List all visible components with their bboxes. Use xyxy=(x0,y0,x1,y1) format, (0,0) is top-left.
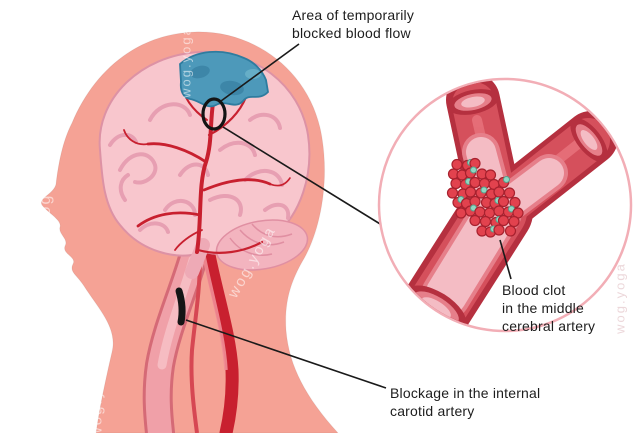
blood-clot xyxy=(446,157,524,238)
artery-bifurcation xyxy=(400,80,618,330)
red-blood-cell xyxy=(450,177,462,190)
red-blood-cell xyxy=(508,215,520,228)
red-blood-cell xyxy=(504,225,517,237)
red-blood-cell xyxy=(464,186,477,198)
red-blood-cell xyxy=(479,215,492,228)
red-blood-cell xyxy=(497,195,510,208)
brain-gyri xyxy=(108,102,291,234)
vertebral-artery xyxy=(189,257,202,433)
middle-cerebral-artery-branches xyxy=(123,82,291,254)
brainstem xyxy=(185,238,210,279)
magnified-inset xyxy=(377,77,633,333)
highlight-circle-marker xyxy=(201,97,227,131)
red-blood-cell xyxy=(493,205,505,217)
platelet xyxy=(480,186,488,194)
brain xyxy=(98,50,311,257)
neck-vessels xyxy=(142,243,239,433)
red-blood-cell xyxy=(493,224,505,236)
blockage-mark xyxy=(175,287,186,326)
label-blocked-flow: Area of temporarily blocked blood flow xyxy=(292,7,415,42)
red-blood-cell xyxy=(451,158,463,171)
label-blockage: Blockage in the internal carotid artery xyxy=(390,385,541,420)
red-blood-cell xyxy=(509,196,521,209)
red-blood-cell xyxy=(503,187,516,199)
magnifier-pointer-line xyxy=(222,126,399,236)
red-blood-cell xyxy=(493,186,505,198)
clot-pointer-line xyxy=(499,239,512,280)
red-blood-cell xyxy=(455,207,467,219)
red-blood-cell xyxy=(469,214,481,227)
blocked-flow-area xyxy=(179,50,269,108)
artery-highlight xyxy=(202,255,228,371)
red-blood-cell xyxy=(469,176,481,189)
external-carotid-artery xyxy=(202,248,239,433)
red-blood-cell xyxy=(497,214,510,227)
platelet xyxy=(503,176,510,183)
red-blood-cell xyxy=(446,187,459,199)
red-blood-cell xyxy=(484,169,497,181)
blocked-flow-pointer-line xyxy=(220,43,300,102)
label-blood-clot: Blood clot in the middle cerebral artery xyxy=(502,282,596,335)
platelet xyxy=(470,166,477,174)
blockage-pointer-line xyxy=(185,319,387,389)
